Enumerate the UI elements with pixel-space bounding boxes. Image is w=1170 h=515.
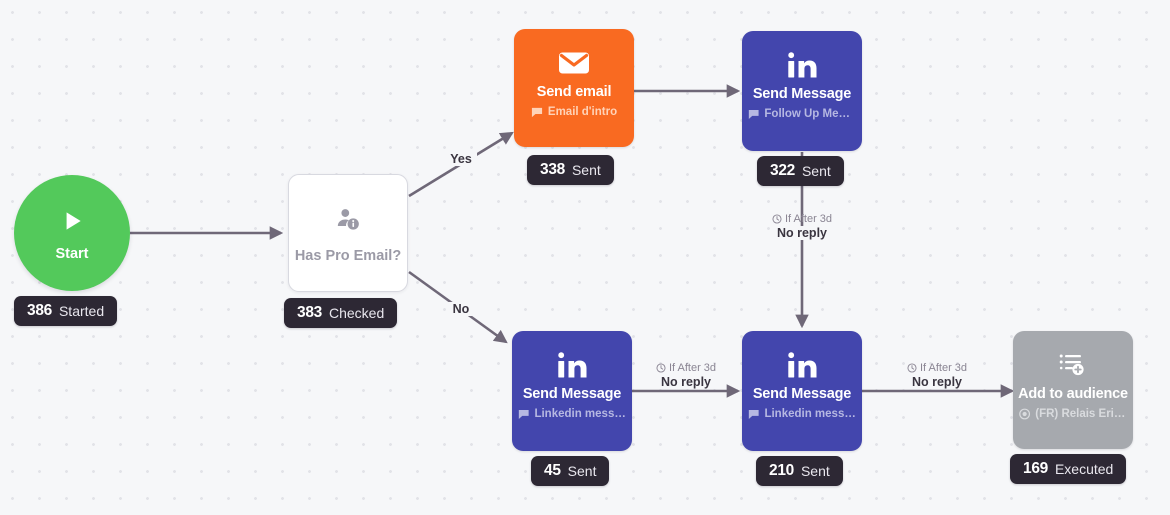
edge-label-first-to-second: If After 3d No reply [626, 362, 746, 389]
badge-linkedin-first: 45 Sent [531, 456, 610, 486]
message-flag-icon [531, 107, 542, 117]
clock-icon [656, 363, 666, 373]
badge-decision-label: Checked [328, 305, 385, 321]
message-flag-icon [748, 109, 759, 119]
message-flag-icon [518, 409, 529, 419]
badge-follow-up-value: 322 [770, 162, 795, 179]
node-linkedin-first-subtitle-row: Linkedin messa... [518, 408, 626, 420]
edge-label-no: No [440, 301, 482, 316]
list-add-icon [1059, 348, 1087, 382]
badge-start-label: Started [58, 303, 105, 319]
node-follow-up-message[interactable]: Send Message Follow Up Mess... [742, 31, 862, 151]
linkedin-icon [785, 48, 819, 82]
target-icon [1019, 408, 1031, 420]
node-linkedin-message-second[interactable]: Send Message Linkedin messa... [742, 331, 862, 451]
edge-label-yes: Yes [440, 151, 482, 166]
badge-start-value: 386 [27, 302, 52, 319]
node-send-email-subtitle-row: Email d'intro [531, 106, 617, 118]
node-has-pro-email[interactable]: Has Pro Email? [288, 174, 408, 292]
edge-label-second-to-audience: If After 3d No reply [877, 362, 997, 389]
node-linkedin-message-first[interactable]: Send Message Linkedin messa... [512, 331, 632, 451]
envelope-icon [558, 46, 590, 80]
edge-cond-second-text: If After 3d [919, 362, 968, 374]
node-decision-label: Has Pro Email? [294, 248, 402, 264]
badge-follow-up-label: Sent [801, 163, 831, 179]
edge-label-no-text: No [447, 302, 475, 316]
badge-start: 386 Started [14, 296, 118, 326]
linkedin-icon [555, 348, 589, 382]
badge-add-audience: 169 Executed [1010, 454, 1127, 484]
badge-linkedin-first-value: 45 [544, 462, 561, 479]
badge-linkedin-second-label: Sent [800, 463, 830, 479]
message-flag-icon [748, 409, 759, 419]
edge-label-yes-text: Yes [445, 152, 477, 166]
node-follow-up-title: Send Message [752, 86, 852, 102]
node-linkedin-first-subtitle: Linkedin messa... [534, 408, 626, 420]
badge-add-audience-label: Executed [1054, 461, 1114, 477]
badge-linkedin-first-label: Sent [567, 463, 597, 479]
edge-label-second-text: No reply [906, 375, 967, 389]
node-add-audience-title: Add to audience [1018, 386, 1128, 402]
linkedin-icon [785, 348, 819, 382]
node-linkedin-second-subtitle: Linkedin messa... [764, 408, 856, 420]
edge-cond-followup-text: If After 3d [784, 213, 833, 225]
badge-linkedin-second-value: 210 [769, 462, 794, 479]
clock-icon [907, 363, 917, 373]
node-start-label: Start [55, 246, 89, 262]
badge-decision-value: 383 [297, 304, 322, 321]
node-start[interactable]: Start [14, 175, 130, 291]
node-add-to-audience[interactable]: Add to audience (FR) Relais Eric ... [1013, 331, 1133, 449]
badge-add-audience-value: 169 [1023, 460, 1048, 477]
node-add-audience-subtitle: (FR) Relais Eric ... [1035, 408, 1127, 420]
edge-label-followup-to-second: If After 3d No reply [742, 213, 862, 240]
node-send-email-title: Send email [536, 84, 612, 100]
badge-decision: 383 Checked [284, 298, 398, 328]
node-send-email-subtitle: Email d'intro [547, 106, 618, 118]
play-icon [59, 204, 85, 238]
node-linkedin-second-title: Send Message [752, 386, 852, 402]
node-linkedin-second-subtitle-row: Linkedin messa... [748, 408, 856, 420]
badge-send-email-value: 338 [540, 161, 565, 178]
badge-send-email: 338 Sent [527, 155, 614, 185]
person-info-icon [335, 202, 361, 236]
badge-linkedin-second: 210 Sent [756, 456, 843, 486]
node-send-email[interactable]: Send email Email d'intro [514, 29, 634, 147]
edge-label-first-text: No reply [655, 375, 716, 389]
edge-label-followup-text: No reply [771, 226, 832, 240]
node-linkedin-first-title: Send Message [522, 386, 622, 402]
node-follow-up-subtitle: Follow Up Mess... [764, 108, 856, 120]
node-follow-up-subtitle-row: Follow Up Mess... [748, 108, 856, 120]
badge-send-email-label: Sent [571, 162, 601, 178]
node-add-audience-subtitle-row: (FR) Relais Eric ... [1019, 408, 1127, 420]
edge-cond-first-text: If After 3d [668, 362, 717, 374]
clock-icon [772, 214, 782, 224]
badge-follow-up: 322 Sent [757, 156, 844, 186]
